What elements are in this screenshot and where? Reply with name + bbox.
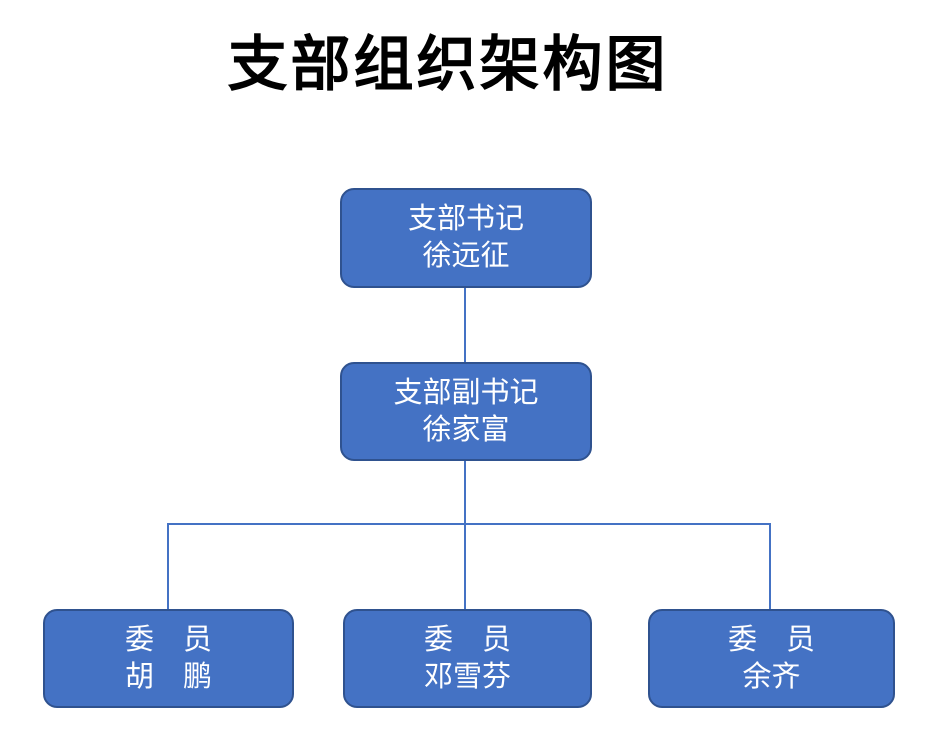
connector-rail-to-member-3	[769, 523, 771, 609]
connector-rail-to-member-1	[167, 523, 169, 609]
connector-deputy-to-member-2	[464, 461, 466, 609]
connector-secretary-to-deputy	[464, 288, 466, 362]
org-node-member-2: 委 员 邓雪芬	[343, 609, 592, 708]
member-2-role-label: 委 员	[423, 623, 511, 656]
org-node-member-3: 委 员 余齐	[648, 609, 895, 708]
secretary-role-label: 支部书记	[407, 203, 524, 235]
member-3-name-label: 余齐	[742, 660, 801, 693]
member-3-role-label: 委 员	[727, 623, 815, 656]
org-node-secretary: 支部书记 徐远征	[340, 188, 592, 288]
deputy-role-label: 支部副书记	[393, 376, 539, 409]
connector-horizontal-rail	[167, 523, 771, 525]
page-title: 支部组织架构图	[227, 32, 669, 98]
org-node-deputy: 支部副书记 徐家富	[340, 362, 592, 461]
org-node-member-1: 委 员 胡 鹏	[43, 609, 294, 708]
deputy-name-label: 徐家富	[422, 413, 510, 446]
member-1-role-label: 委 员	[124, 623, 212, 656]
secretary-name-label: 徐远征	[422, 240, 510, 272]
member-2-name-label: 邓雪芬	[423, 660, 511, 693]
member-1-name-label: 胡 鹏	[124, 660, 212, 693]
